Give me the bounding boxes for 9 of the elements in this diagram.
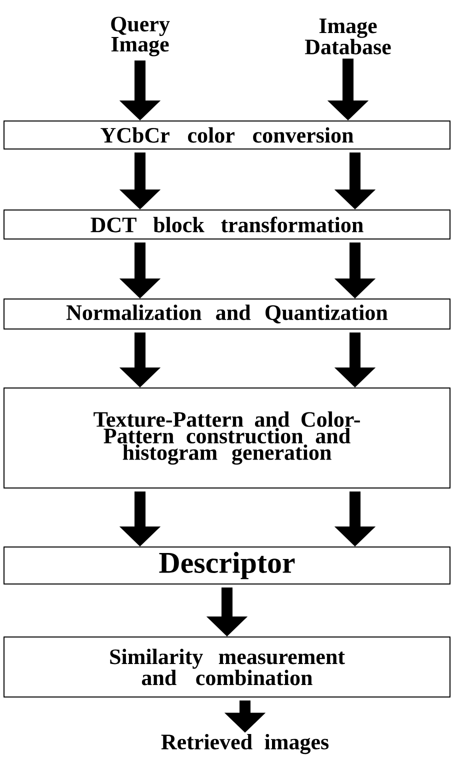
process-box: Normalization and Quantization	[4, 298, 450, 330]
label-text: Image Database	[305, 18, 391, 54]
process-box: Descriptor	[4, 546, 450, 584]
label-text: Query Image	[111, 16, 170, 56]
label-text: Retrieved images	[161, 734, 329, 754]
process-box: Texture-Pattern and Color-Pattern construction and histogram generation	[4, 388, 450, 488]
process-box: DCT block transformation	[4, 210, 450, 240]
process-box: Similarity measurement and combination	[4, 636, 450, 698]
process-box: YCbCr color conversion	[4, 120, 450, 150]
